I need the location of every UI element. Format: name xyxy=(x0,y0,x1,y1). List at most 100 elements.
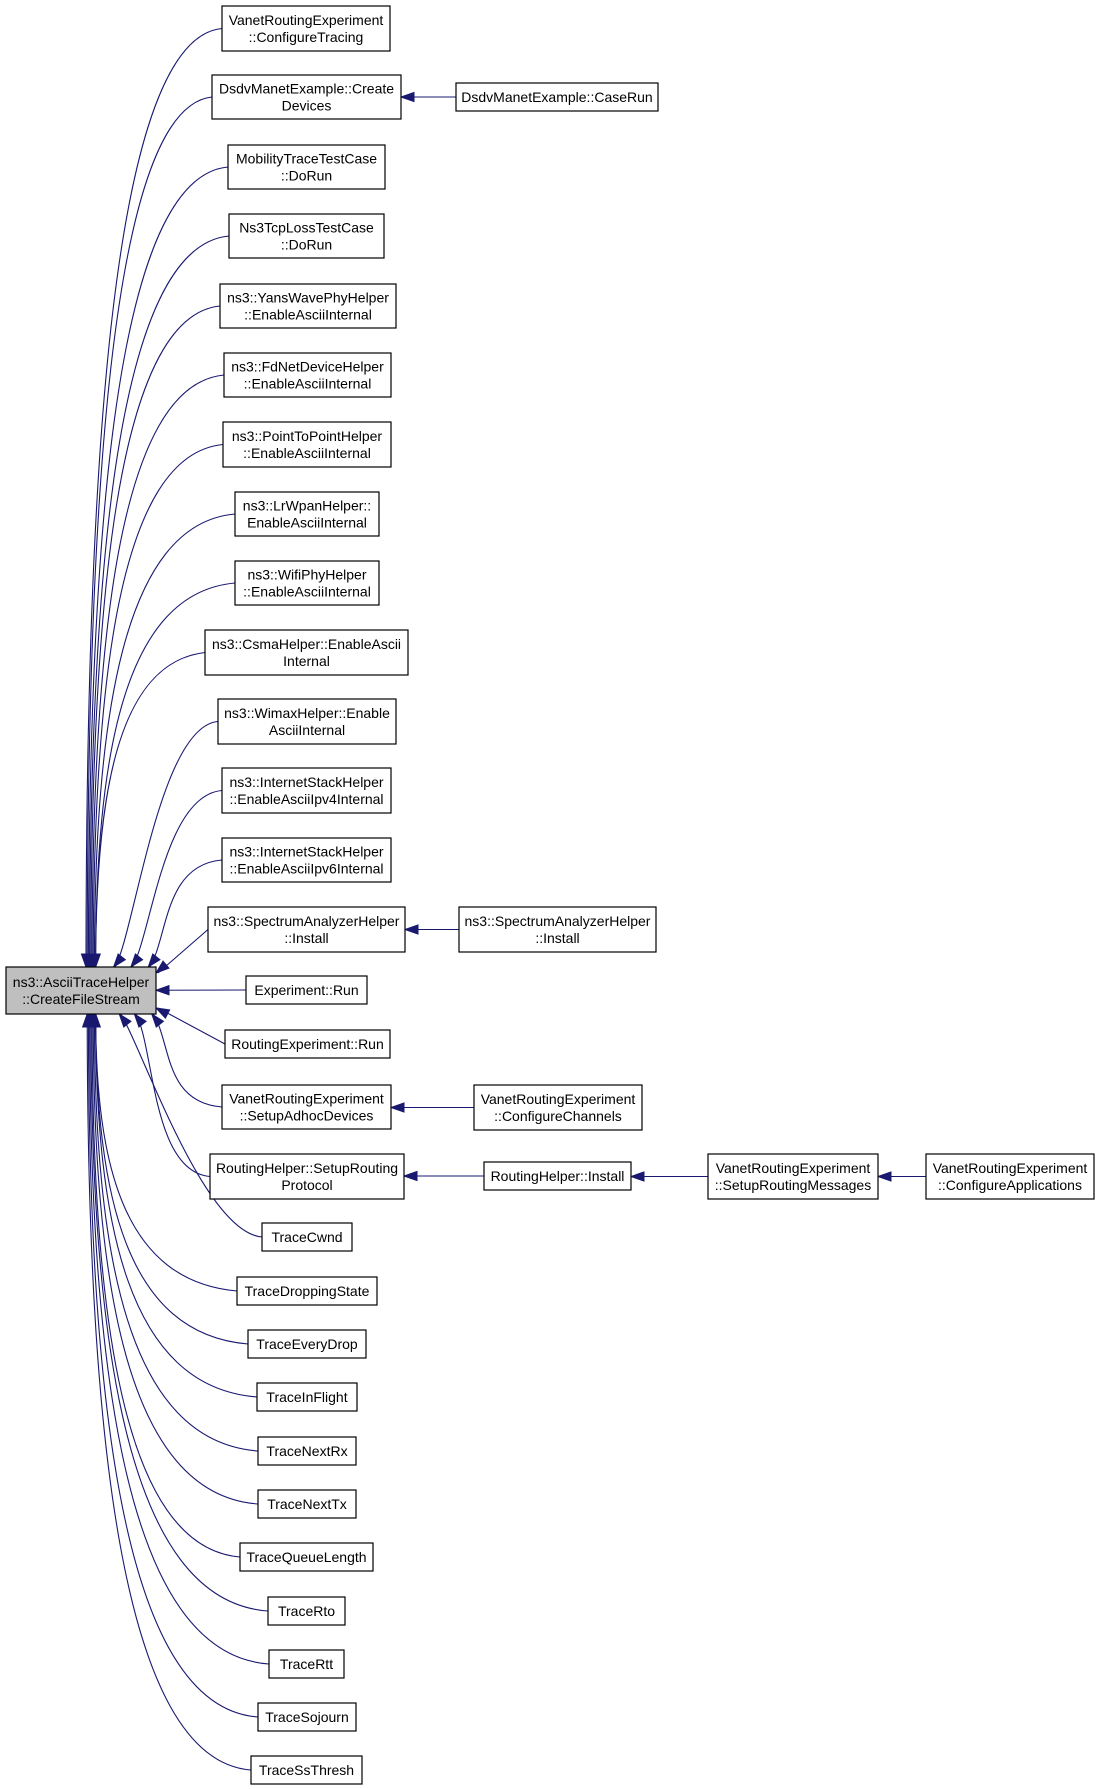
node-box xyxy=(458,906,657,953)
node-c22[interactable]: TraceInFlight xyxy=(256,1382,358,1412)
node-c11[interactable]: ns3::WimaxHelper::EnableAsciiInternal xyxy=(217,698,397,745)
node-c10[interactable]: ns3::CsmaHelper::EnableAsciiInternal xyxy=(204,629,409,676)
node-c13[interactable]: ns3::InternetStackHelper::EnableAsciiIpv… xyxy=(221,837,392,883)
node-label: ::EnableAsciiIpv6Internal xyxy=(229,861,383,877)
arrow-c18-to-root xyxy=(133,1012,147,1028)
node-label: TraceRto xyxy=(278,1603,335,1619)
node-label: TraceInFlight xyxy=(266,1389,347,1405)
node-label: EnableAsciiInternal xyxy=(247,515,367,531)
node-label: ns3::InternetStackHelper xyxy=(229,774,383,790)
node-c29[interactable]: TraceSsThresh xyxy=(250,1755,363,1785)
edge-c12-to-root xyxy=(130,789,223,970)
node-label: ::EnableAsciiInternal xyxy=(243,584,371,600)
node-label: ::SetupRoutingMessages xyxy=(715,1177,871,1193)
node-c6[interactable]: ns3::FdNetDeviceHelper::EnableAsciiInter… xyxy=(223,352,392,398)
node-label: ns3::YansWavePhyHelper xyxy=(227,290,389,306)
node-label: TraceSsThresh xyxy=(259,1762,354,1778)
node-box xyxy=(209,1153,405,1200)
node-label: ns3::FdNetDeviceHelper xyxy=(231,359,384,375)
node-box xyxy=(239,1542,374,1572)
node-box xyxy=(250,1755,363,1785)
node-label: ns3::SpectrumAnalyzerHelper xyxy=(214,913,400,929)
node-s3[interactable]: VanetRoutingExperiment::ConfigureChannel… xyxy=(473,1084,643,1131)
node-c20[interactable]: TraceDroppingState xyxy=(236,1276,378,1306)
arrow-c29-to-root xyxy=(81,1012,93,1028)
node-c14[interactable]: ns3::SpectrumAnalyzerHelper::Install xyxy=(207,906,406,953)
node-c8[interactable]: ns3::LrWpanHelper::EnableAsciiInternal xyxy=(234,491,380,537)
node-label: TraceQueueLength xyxy=(246,1549,366,1565)
node-s1[interactable]: DsdvManetExample::CaseRun xyxy=(455,82,659,112)
node-c3[interactable]: MobilityTraceTestCase::DoRun xyxy=(227,144,386,190)
node-root[interactable]: ns3::AsciiTraceHelper::CreateFileStream xyxy=(5,966,157,1015)
arrow-c14-to-root xyxy=(154,960,170,974)
node-label: DsdvManetExample::CaseRun xyxy=(461,89,652,105)
node-c15[interactable]: Experiment::Run xyxy=(245,975,368,1005)
node-c9[interactable]: ns3::WifiPhyHelper::EnableAsciiInternal xyxy=(234,560,380,606)
node-c28[interactable]: TraceSojourn xyxy=(257,1702,357,1732)
node-label: VanetRoutingExperiment xyxy=(716,1160,871,1176)
node-label: VanetRoutingExperiment xyxy=(933,1160,1088,1176)
node-label: ::EnableAsciiInternal xyxy=(243,445,371,461)
node-box xyxy=(925,1153,1095,1200)
node-box xyxy=(247,1329,367,1359)
node-c1[interactable]: VanetRoutingExperiment::ConfigureTracing xyxy=(221,5,391,52)
arrow-c15-to-root xyxy=(154,984,170,996)
node-box xyxy=(234,491,380,537)
node-box xyxy=(5,966,157,1015)
node-c16[interactable]: RoutingExperiment::Run xyxy=(224,1029,391,1059)
node-label: ns3::WifiPhyHelper xyxy=(247,567,366,583)
edge-c5-to-root xyxy=(90,305,221,970)
node-box xyxy=(267,1596,346,1626)
node-label: ns3::AsciiTraceHelper xyxy=(13,974,150,990)
node-label: Devices xyxy=(282,98,332,114)
arrow-c11-to-root xyxy=(112,953,127,969)
node-box xyxy=(234,560,380,606)
node-label: ::CreateFileStream xyxy=(22,991,139,1007)
edge-c3-to-root xyxy=(87,166,229,970)
node-s6[interactable]: VanetRoutingExperiment::ConfigureApplica… xyxy=(925,1153,1095,1200)
node-box xyxy=(455,82,659,112)
node-c23[interactable]: TraceNextRx xyxy=(257,1436,357,1466)
node-label: VanetRoutingExperiment xyxy=(229,1091,384,1107)
node-c27[interactable]: TraceRtt xyxy=(268,1649,345,1679)
arrow-c10-to-root xyxy=(90,953,101,969)
node-c17[interactable]: VanetRoutingExperiment::SetupAdhocDevice… xyxy=(221,1084,392,1130)
node-label: ::DoRun xyxy=(281,168,332,184)
node-label: ::ConfigureChannels xyxy=(494,1108,622,1124)
node-label: ns3::PointToPointHelper xyxy=(232,428,383,444)
node-c4[interactable]: Ns3TcpLossTestCase::DoRun xyxy=(228,213,385,259)
node-c7[interactable]: ns3::PointToPointHelper::EnableAsciiInte… xyxy=(222,421,392,468)
node-label: Experiment::Run xyxy=(254,982,358,998)
node-box xyxy=(261,1222,353,1252)
node-s4[interactable]: RoutingHelper::Install xyxy=(483,1161,632,1191)
arrow-c19-to-root xyxy=(118,1012,132,1028)
edge-c17-to-root xyxy=(151,1011,223,1108)
node-label: TraceNextTx xyxy=(267,1496,347,1512)
node-c19[interactable]: TraceCwnd xyxy=(261,1222,353,1252)
node-label: ::DoRun xyxy=(281,237,332,253)
node-box xyxy=(257,1489,357,1519)
node-c26[interactable]: TraceRto xyxy=(267,1596,346,1626)
node-c21[interactable]: TraceEveryDrop xyxy=(247,1329,367,1359)
edge-c25-to-root xyxy=(91,1011,241,1558)
call-nodes: ns3::AsciiTraceHelper::CreateFileStreamV… xyxy=(5,5,1095,1785)
arrow-c16-to-root xyxy=(154,1007,171,1019)
node-c5[interactable]: ns3::YansWavePhyHelper::EnableAsciiInter… xyxy=(219,283,397,329)
node-label: ::SetupAdhocDevices xyxy=(240,1108,374,1124)
node-s2[interactable]: ns3::SpectrumAnalyzerHelper::Install xyxy=(458,906,657,953)
arrow-s5-to-s4 xyxy=(629,1171,645,1182)
node-box xyxy=(204,629,409,676)
node-s5[interactable]: VanetRoutingExperiment::SetupRoutingMess… xyxy=(707,1153,879,1200)
node-label: TraceCwnd xyxy=(271,1229,342,1245)
node-box xyxy=(257,1702,357,1732)
node-c12[interactable]: ns3::InternetStackHelper::EnableAsciiIpv… xyxy=(221,767,392,814)
node-box xyxy=(245,975,368,1005)
node-c24[interactable]: TraceNextTx xyxy=(257,1489,357,1519)
arrow-s1-to-c2 xyxy=(399,91,415,103)
node-c25[interactable]: TraceQueueLength xyxy=(239,1542,374,1572)
node-box xyxy=(221,837,392,883)
node-label: TraceSojourn xyxy=(265,1709,349,1725)
